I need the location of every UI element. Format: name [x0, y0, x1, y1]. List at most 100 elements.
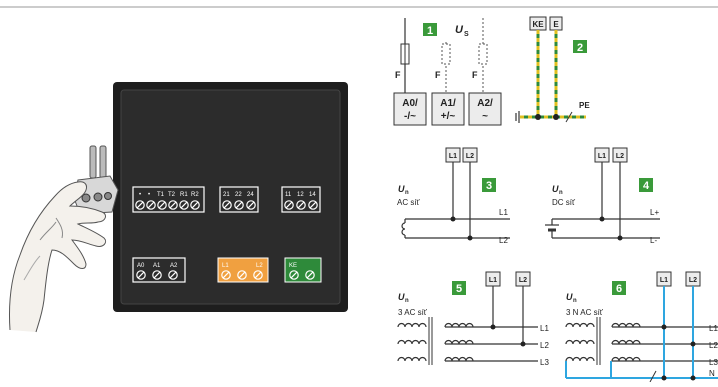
terminal-screw — [253, 270, 263, 280]
un-label: U — [398, 292, 405, 302]
terminal-screw-slot — [297, 201, 305, 209]
terminal-screw — [190, 200, 200, 210]
line-l2: L2 — [499, 236, 508, 245]
terminal-screws — [221, 270, 263, 280]
terminal-l1: L1 — [489, 277, 497, 284]
network-label: 3 N AC síť — [566, 308, 604, 317]
line-l3: L3 — [540, 358, 549, 367]
terminal-label: L1 — [222, 263, 229, 269]
terminal-screw — [284, 200, 294, 210]
terminal-screw — [296, 200, 306, 210]
terminal-screw-slot — [158, 201, 166, 209]
terminal-screws — [222, 200, 256, 210]
terminal-label: KE — [289, 263, 297, 269]
terminal-box-top: A2/ — [477, 98, 493, 109]
line-n: N — [709, 369, 715, 378]
panel-number-badge — [612, 281, 626, 295]
panel-6-three-phase-n-ac: L1 L2 6 U n 3 N AC síť L1 L2 L3 N — [565, 271, 718, 383]
panel-number-badge — [452, 281, 466, 295]
terminal-screw-slot — [153, 271, 161, 279]
terminal-block-supply: A0 A1 A2 — [132, 257, 186, 283]
terminal-box-bottom: +/~ — [441, 111, 456, 122]
terminal-screw — [246, 200, 256, 210]
panel-2-protective-earth: KE E 2 PE — [515, 16, 590, 123]
panel-1-supply-voltage: 1 U S F F F A0/ -/~ A1/ +/~ A2/ ~ — [393, 18, 502, 126]
terminal-screw — [305, 270, 315, 280]
terminal-screw — [237, 270, 247, 280]
hand-inserting-connector-illustration — [9, 145, 119, 333]
terminal-screw-slot — [238, 271, 246, 279]
terminal-label: 11 — [285, 192, 292, 198]
terminal-screw-slot — [254, 271, 262, 279]
panel-number-badge — [482, 178, 496, 192]
terminal-screw-slot — [290, 271, 298, 279]
terminal-screw — [222, 200, 232, 210]
terminal-screw — [234, 200, 244, 210]
coil-winding — [611, 339, 641, 345]
terminal-block-relay-2: 21 22 24 — [219, 186, 259, 213]
terminal-screw-slot — [180, 201, 188, 209]
panel-5-three-phase-ac: L1 L2 5 U n 3 AC síť L1 L2 L3 — [397, 271, 549, 367]
coil-winding — [611, 356, 641, 362]
line-l3: L3 — [709, 358, 718, 367]
terminal-screws — [284, 200, 318, 210]
terminal-label: L2 — [256, 263, 263, 269]
terminal-screws — [135, 200, 200, 210]
un-subscript: n — [405, 190, 409, 196]
terminal-l2: L2 — [689, 277, 697, 284]
fuse-label: F — [435, 70, 441, 80]
terminal-screw-slot — [285, 201, 293, 209]
device-rear-panel: • • T1 T2 R1 R2 21 22 24 11 12 14 A0 — [113, 82, 348, 312]
un-label: U — [566, 292, 573, 302]
terminal-box-a2: A2/ ~ — [468, 92, 502, 126]
ke-terminal: KE — [532, 20, 544, 29]
network-label: 3 AC síť — [398, 308, 428, 317]
terminal-label: • — [139, 192, 141, 198]
terminal-box-bottom: ~ — [482, 111, 488, 122]
terminal-screw — [221, 270, 231, 280]
panel-number: 4 — [643, 180, 650, 192]
coil-winding — [611, 322, 641, 328]
terminal-l1: L1 — [449, 153, 457, 160]
terminal-screw — [168, 270, 178, 280]
terminal-box-top: A0/ — [402, 98, 418, 109]
panel-number: 2 — [577, 42, 583, 54]
terminal-label: 21 — [223, 192, 230, 198]
coil-winding — [397, 356, 427, 362]
coil-winding — [444, 322, 474, 328]
e-terminal: E — [553, 20, 559, 29]
line-l1: L1 — [709, 324, 718, 333]
coil-winding — [397, 339, 427, 345]
terminal-screw — [135, 200, 145, 210]
terminal-screw — [146, 200, 156, 210]
terminal-label: 12 — [297, 192, 304, 198]
us-label: U — [455, 24, 464, 36]
terminal-label: R1 — [180, 192, 188, 198]
coil-winding — [397, 322, 427, 328]
terminal-screw-slot — [223, 201, 231, 209]
terminal-label: R2 — [191, 192, 199, 198]
coil-winding — [444, 339, 474, 345]
fuse-label: F — [472, 70, 478, 80]
terminal-label: A1 — [153, 263, 161, 269]
terminal-screw — [136, 270, 146, 280]
terminal-l2: L2 — [616, 153, 624, 160]
line-l2: L2 — [540, 341, 549, 350]
line-lplus: L+ — [650, 208, 659, 217]
terminal-screws — [136, 270, 178, 280]
terminal-screw — [289, 270, 299, 280]
terminal-box-top: A1/ — [440, 98, 456, 109]
terminal-label: 14 — [309, 192, 316, 198]
terminal-label: T2 — [168, 192, 176, 198]
terminal-screw-slot — [147, 201, 155, 209]
terminal-screw-slot — [169, 271, 177, 279]
line-l1: L1 — [540, 324, 549, 333]
terminal-screw — [152, 270, 162, 280]
panel-number-badge — [423, 23, 437, 36]
terminal-screw-slot — [222, 271, 230, 279]
terminal-screw — [179, 200, 189, 210]
line-l1: L1 — [499, 208, 508, 217]
connector-plug — [73, 145, 119, 215]
terminal-box-a0: A0/ -/~ — [393, 92, 427, 126]
